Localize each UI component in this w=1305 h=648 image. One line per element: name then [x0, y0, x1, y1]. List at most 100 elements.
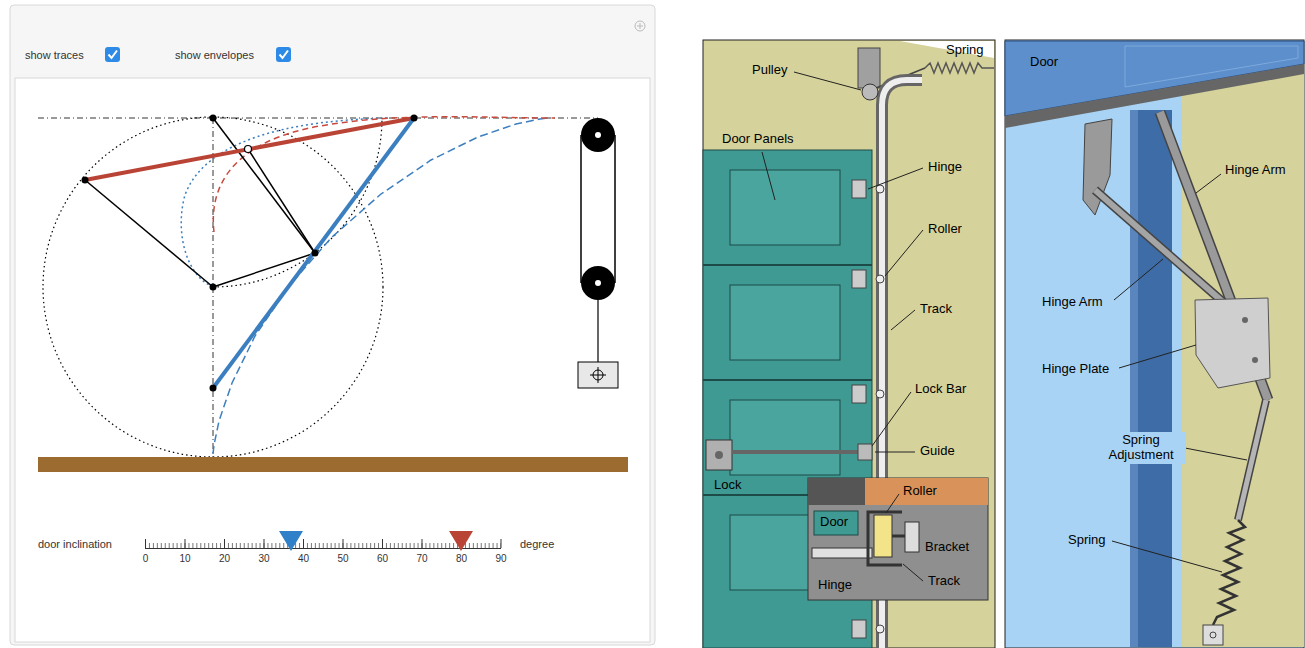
part-label: Door [1030, 55, 1058, 70]
checkmark [109, 51, 118, 59]
leader-line [1185, 448, 1247, 460]
pulley-belt [580, 135, 582, 283]
leader-line [762, 152, 775, 200]
leader-line [875, 452, 915, 453]
spring-adjustment [1238, 400, 1266, 520]
tick-label: 50 [337, 553, 348, 565]
blue-slider-thumb [279, 531, 303, 551]
joint [210, 115, 217, 122]
counterweight [578, 362, 618, 388]
leader-line [891, 310, 915, 330]
joint [210, 284, 217, 291]
garage-wall [703, 40, 995, 648]
spring-anchor [1210, 632, 1216, 638]
part-label: Pulley [752, 63, 787, 78]
bolt [1242, 317, 1248, 323]
part-label: Door [820, 515, 848, 530]
part-label: Hinge Arm [1042, 295, 1103, 310]
part-label: Roller [903, 484, 937, 499]
spring [925, 63, 994, 73]
lock [715, 451, 723, 459]
leader-lines [762, 72, 923, 581]
inset-door [814, 511, 858, 535]
column [1130, 110, 1172, 647]
pulley [862, 84, 878, 100]
part-label: Door Panels [722, 132, 794, 147]
inset-hinge [812, 548, 872, 558]
door-rail [1005, 64, 1304, 128]
inset-axle [892, 535, 905, 538]
lock [706, 440, 732, 470]
checkbox-label: show traces [25, 49, 84, 62]
part-label: Hinge Plate [1042, 362, 1109, 377]
floor [38, 457, 628, 472]
part-label: Guide [920, 444, 955, 459]
pulley-axle [595, 132, 601, 138]
joint [245, 146, 252, 153]
part-label: Spring [1068, 533, 1106, 548]
pulley-belt [614, 135, 616, 283]
target-symbol [590, 367, 606, 383]
tick-label: 80 [456, 553, 467, 565]
hinge [852, 385, 866, 403]
part-label: Lock [714, 478, 741, 493]
checkbox-label: show envelopes [175, 49, 254, 62]
red-door [85, 118, 414, 180]
inset-door-edge [808, 478, 865, 505]
leader-line [885, 230, 923, 276]
roller [876, 390, 884, 398]
pulley [581, 266, 615, 300]
leader-lines [1112, 174, 1247, 572]
unit-label: degree [520, 538, 554, 551]
checkmark [280, 51, 289, 59]
joint [82, 177, 89, 184]
roller [876, 275, 884, 283]
roller [876, 625, 884, 633]
leader-line [1196, 174, 1221, 193]
detail-inset [808, 478, 988, 600]
part-label: Bracket [925, 540, 969, 555]
checkbox [105, 47, 120, 62]
background [1005, 40, 1304, 648]
joint [210, 385, 217, 392]
tick-label: 20 [219, 553, 230, 565]
ceiling [900, 41, 994, 58]
lock-bar [732, 450, 860, 454]
slider-ticks [145, 539, 502, 548]
hinge-plate [1195, 298, 1270, 388]
tick-label: 70 [416, 553, 427, 565]
blue-envelope [213, 118, 549, 454]
wall [1182, 72, 1304, 647]
spring-anchor [1203, 625, 1223, 645]
control-panel [10, 5, 655, 645]
door-panel [730, 400, 840, 475]
tick-label: 30 [258, 553, 269, 565]
checkbox [276, 47, 291, 62]
slider-label: door inclination [38, 538, 112, 551]
inset-bracket [905, 522, 919, 552]
tick-label: 60 [377, 553, 388, 565]
leader-line [868, 168, 923, 189]
inset-track [868, 512, 902, 565]
red-slider-thumb [449, 531, 473, 551]
plot-frame [15, 78, 650, 642]
joint [411, 115, 418, 122]
hinge [852, 270, 866, 288]
joint [312, 250, 319, 257]
leader-line [903, 564, 923, 581]
pulley-bracket [858, 48, 880, 88]
part-label: Hinge Arm [1225, 163, 1286, 178]
link-bar [248, 149, 315, 253]
inset-roller [874, 515, 892, 557]
leader-line [886, 494, 899, 513]
part-label: Lock Bar [915, 382, 966, 397]
tick-label: 40 [298, 553, 309, 565]
crank-circle [43, 117, 383, 457]
tick-label: 0 [143, 553, 149, 565]
slider-track [145, 548, 501, 549]
midpoint-circle [213, 118, 382, 287]
part-label: Spring [946, 43, 984, 58]
weight-rope [597, 300, 598, 362]
